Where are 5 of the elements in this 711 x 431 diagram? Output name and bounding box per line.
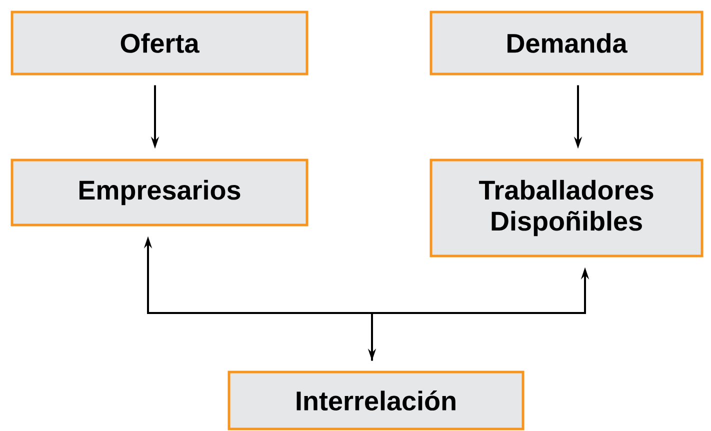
process-box: Demanda [430,10,704,76]
process-box: Oferta [10,10,308,76]
process-box: Traballadores Dispoñibles [430,158,704,258]
process-box: Interrelación [228,370,524,430]
process-box: Empresarios [10,158,308,226]
